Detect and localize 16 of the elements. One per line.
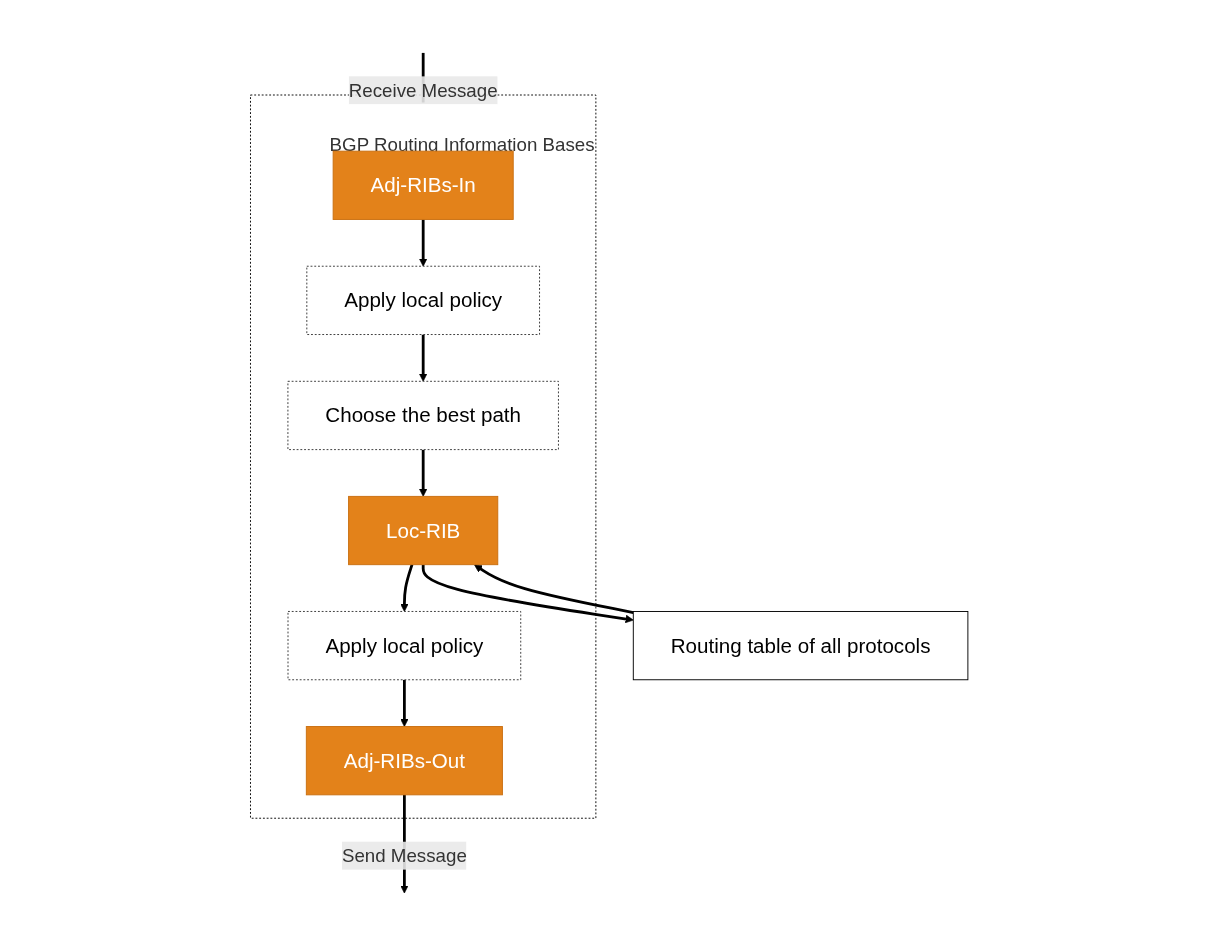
node-box: Apply local policy bbox=[287, 610, 522, 680]
node-box: Apply local policy bbox=[306, 265, 541, 335]
edge-label: Receive Message bbox=[349, 79, 498, 101]
arrow bbox=[474, 563, 634, 614]
node-box: Routing table of all protocols bbox=[633, 610, 969, 680]
arrow bbox=[400, 679, 409, 727]
arrow bbox=[419, 449, 428, 497]
node-box: Adj-RIBs-In bbox=[332, 150, 514, 220]
node-box: Choose the best path bbox=[287, 380, 560, 450]
arrow bbox=[419, 218, 428, 267]
arrow bbox=[419, 334, 428, 382]
node-box: Adj-RIBs-Out bbox=[306, 725, 504, 795]
edge-label: Send Message bbox=[342, 844, 468, 866]
node-box: Loc-RIB bbox=[348, 495, 499, 565]
arrow bbox=[400, 563, 414, 612]
arrow bbox=[422, 564, 634, 623]
